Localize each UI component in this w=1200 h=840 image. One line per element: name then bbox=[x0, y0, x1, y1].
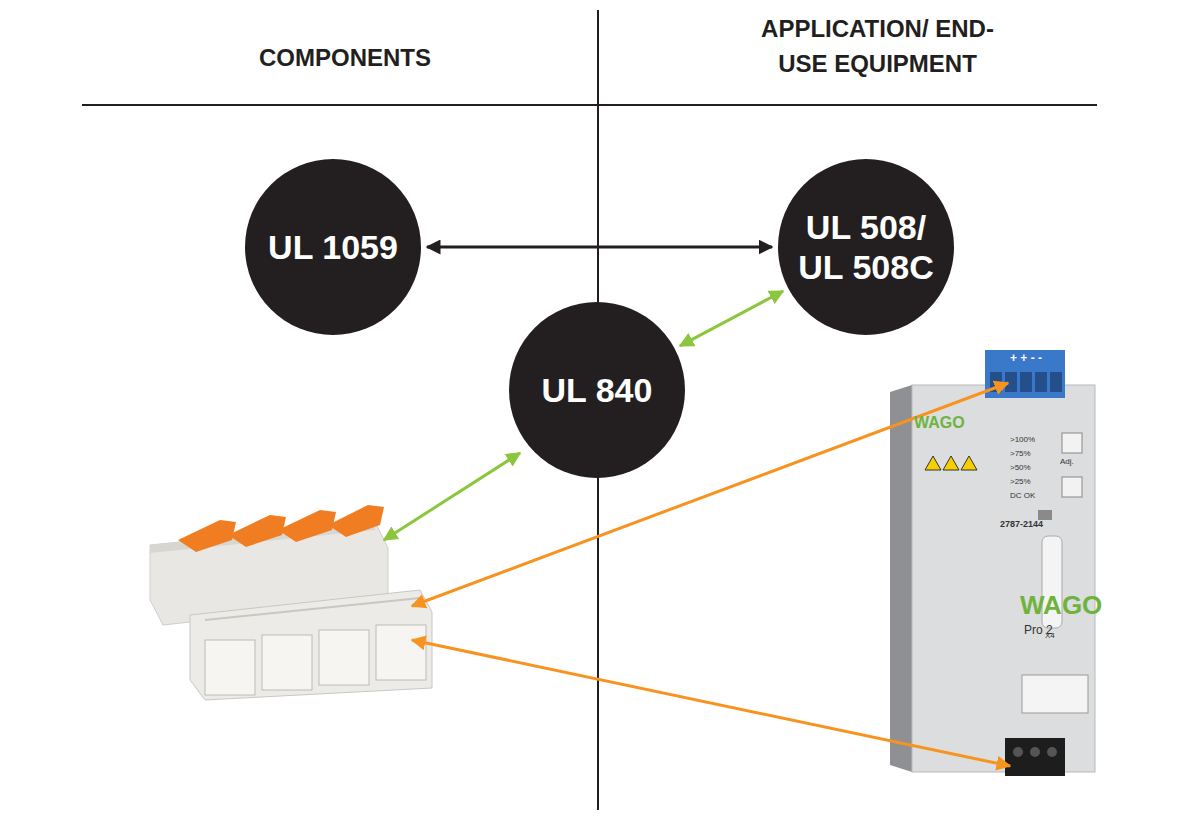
lever bbox=[228, 515, 286, 547]
warning-symbol bbox=[961, 456, 977, 470]
green-arrow bbox=[384, 453, 520, 540]
product-marking: >75% bbox=[1010, 450, 1050, 458]
terminal-screw bbox=[1030, 747, 1040, 757]
plug-slot bbox=[262, 635, 312, 690]
warning-symbol bbox=[925, 456, 941, 470]
terminal-slot bbox=[1035, 372, 1047, 392]
lever bbox=[328, 505, 384, 537]
plug-slot bbox=[376, 625, 426, 680]
standard-circle: UL 840 bbox=[509, 302, 685, 478]
terminal-screw bbox=[1047, 747, 1057, 757]
connector-illustration bbox=[150, 505, 432, 700]
product-marking: WAGO bbox=[1020, 592, 1100, 618]
standard-name: UL 840 bbox=[522, 370, 672, 410]
psu-face bbox=[912, 385, 1095, 772]
double-arrow bbox=[427, 246, 772, 249]
lever bbox=[178, 520, 236, 552]
terminal-screw bbox=[1013, 747, 1023, 757]
product-marking: Adj. bbox=[1060, 458, 1090, 466]
product-marking: DC OK bbox=[1010, 492, 1050, 500]
product-marking: 2787-2144 bbox=[1000, 520, 1060, 529]
standard-name: UL 508/ UL 508C bbox=[791, 207, 941, 287]
power-supply-illustration bbox=[890, 350, 1095, 776]
product-marking: >25% bbox=[1010, 478, 1050, 486]
divider-line bbox=[82, 104, 1097, 106]
plug-slot bbox=[205, 640, 255, 695]
adjust-button bbox=[1062, 477, 1082, 497]
column-header: COMPONENTS bbox=[200, 44, 490, 73]
plug-edge bbox=[205, 598, 420, 620]
product-marking: Pro 2 bbox=[1024, 624, 1074, 636]
terminal-block bbox=[985, 350, 1065, 398]
orange-arrow bbox=[412, 383, 1008, 606]
product-marking: >50% bbox=[1010, 464, 1050, 472]
standard-circle: UL 1059 bbox=[245, 159, 421, 335]
orange-arrow bbox=[412, 640, 1010, 766]
warning-symbol bbox=[943, 456, 959, 470]
terminal-slot bbox=[1050, 372, 1062, 392]
label-plate bbox=[1022, 675, 1088, 713]
adjust-button bbox=[1062, 433, 1082, 453]
led bbox=[1038, 510, 1052, 520]
terminal-slot bbox=[1020, 372, 1032, 392]
product-marking: WAGO bbox=[914, 415, 974, 431]
standard-circle: UL 508/ UL 508C bbox=[778, 159, 954, 335]
lever bbox=[278, 510, 336, 542]
plug-slot bbox=[319, 630, 369, 685]
column-header: APPLICATION/ END-USE EQUIPMENT bbox=[745, 12, 1010, 82]
double-arrow bbox=[680, 291, 783, 346]
connector-plug bbox=[190, 590, 432, 700]
product-marking: >100% bbox=[1010, 436, 1050, 444]
standard-name: UL 1059 bbox=[258, 227, 408, 267]
psu-side bbox=[890, 385, 912, 772]
terminal-block bbox=[1005, 738, 1065, 776]
product-marking: + + - - bbox=[988, 352, 1064, 364]
